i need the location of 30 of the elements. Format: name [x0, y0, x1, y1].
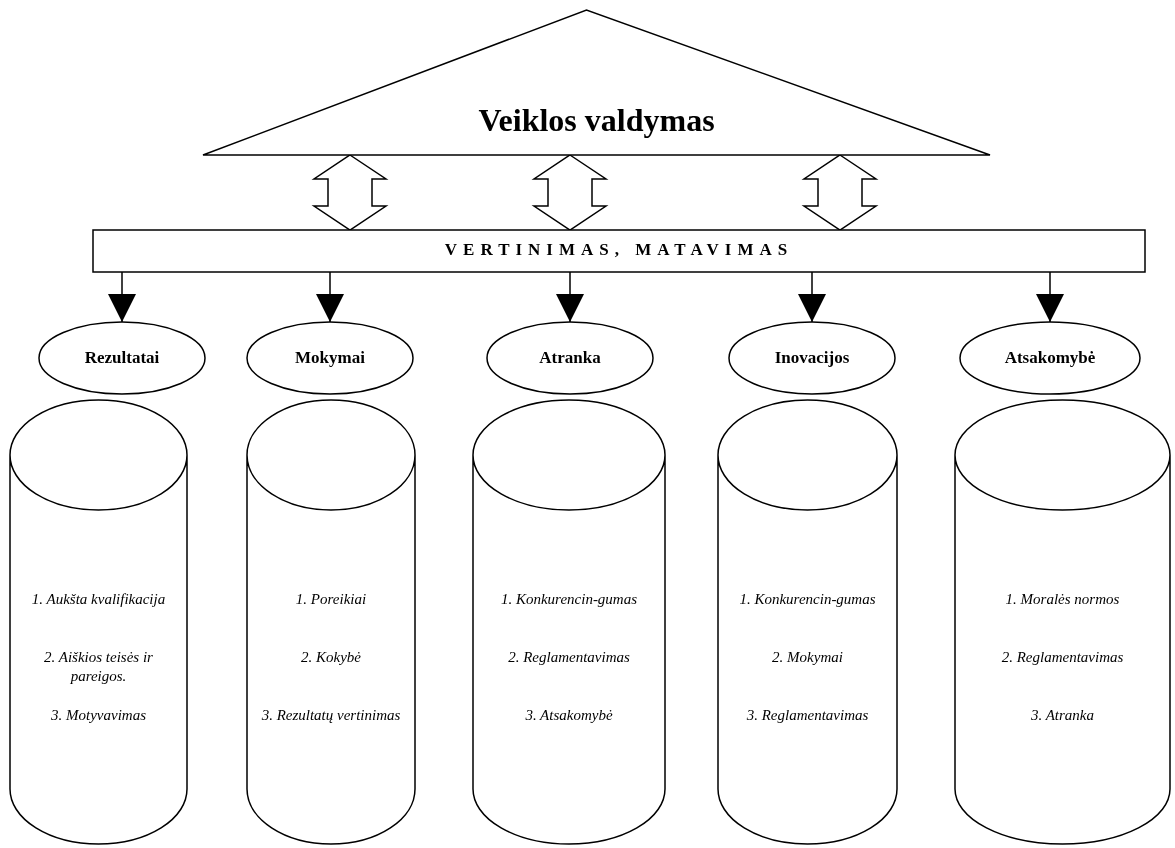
double-block-arrow — [311, 154, 389, 231]
list-item: 2. Reglamentavimas — [1000, 648, 1125, 667]
arrow — [108, 271, 136, 323]
list-item: 2. Mokymai — [771, 648, 844, 667]
band-label: VERTINIMAS, MATAVIMAS — [443, 240, 795, 260]
list-item: 3. Atranka — [1029, 706, 1096, 725]
list-item: 2. Aiškios teisės ir pareigos. — [43, 648, 154, 686]
list-item: 1. Aukšta kvalifikacija — [30, 590, 167, 609]
title-text: Veiklos valdymas — [477, 102, 716, 139]
list-item: 1. Konkurencin-gumas — [738, 590, 877, 609]
list-item: 1. Moralės normos — [1004, 590, 1121, 609]
node-label: Inovacijos — [773, 348, 851, 368]
arrow — [1036, 271, 1064, 323]
node-label: Mokymai — [294, 348, 366, 368]
list-item: 3. Motyvavimas — [50, 706, 147, 725]
list-item: 3. Rezultatų vertinimas — [260, 706, 402, 725]
list-item: 3. Atsakomybė — [524, 706, 614, 725]
list-item: 2. Reglamentavimas — [507, 648, 631, 667]
list-item: 3. Reglamentavimas — [745, 706, 870, 725]
node-label: Atranka — [538, 348, 602, 368]
node-label: Rezultatai — [83, 348, 161, 368]
list-item: 1. Poreikiai — [294, 590, 368, 609]
double-block-arrow — [531, 154, 609, 231]
list-item: 2. Kokybė — [300, 648, 362, 667]
arrow — [798, 271, 826, 323]
arrow — [316, 271, 344, 323]
list-item: 1. Konkurencin-gumas — [499, 590, 639, 609]
arrow — [556, 271, 584, 323]
node-label: Atsakomybė — [1003, 348, 1097, 368]
double-block-arrow — [801, 154, 879, 231]
